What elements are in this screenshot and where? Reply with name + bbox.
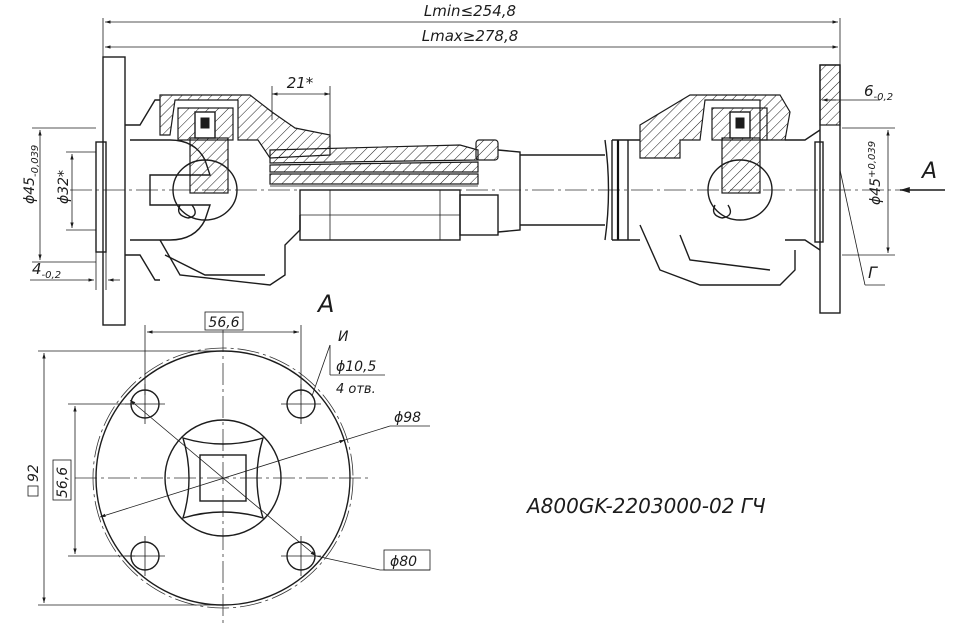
hole-count-label: 4 отв. — [336, 382, 376, 397]
lmin-label: Lmin≤254,8 — [424, 2, 516, 20]
dim-56-horizontal: 56,6 — [144, 311, 302, 395]
g-label: Г — [868, 263, 878, 282]
dim-92: 92 — [26, 350, 223, 606]
bolt-circle — [92, 347, 354, 609]
slip-joint — [269, 139, 521, 241]
dim-32-label: ϕ32* — [56, 170, 72, 204]
view-a-arrow-label: A — [920, 159, 937, 184]
dim-45-left-label: ϕ45-0,039 — [22, 145, 41, 204]
dim-32: ϕ32* — [56, 151, 96, 231]
dim-92-label: 92 — [26, 464, 42, 482]
dim-4: 4-0,2 — [30, 250, 120, 290]
dim-98: ϕ98 — [99, 410, 430, 518]
i-label: И — [338, 329, 349, 345]
dim-98-label: ϕ98 — [394, 410, 421, 426]
dim-21-label: 21* — [287, 74, 314, 92]
left-flange — [95, 56, 160, 326]
dim-56-v-label: 56,6 — [55, 467, 71, 498]
dim-56-vertical: 56,6 — [52, 403, 135, 557]
dim-21: 21* — [271, 74, 331, 135]
left-cross-pin — [189, 137, 229, 194]
left-flange-spigot — [95, 141, 107, 253]
left-universal-joint — [130, 94, 331, 286]
lmax-label: Lmax≥278,8 — [422, 27, 519, 45]
dim-45-right-label: ϕ45+0,039 — [867, 141, 884, 205]
dim-56-h-label: 56,6 — [208, 315, 239, 331]
dim-lmax: Lmax≥278,8 — [105, 27, 838, 49]
dim-6-label: 6-0,2 — [864, 82, 893, 103]
leader-g: Г — [839, 169, 885, 286]
right-cross-pin — [721, 137, 761, 194]
dim-lmin: Lmin≤254,8 — [102, 2, 841, 65]
dim-45-right: ϕ45+0,039 — [842, 127, 895, 256]
hole-diameter-label: ϕ10,5 — [336, 359, 377, 375]
dust-boot-seal — [475, 139, 499, 161]
dim-45-left: ϕ45-0,039 — [22, 127, 96, 263]
left-cross-body — [172, 159, 238, 221]
dim-80: ϕ80 — [129, 399, 431, 571]
view-a-title: A — [316, 290, 334, 318]
dim-6: 6-0,2 — [822, 82, 893, 110]
shaft-tube — [520, 139, 640, 241]
part-number: A800GK-2203000-02 ГЧ — [525, 494, 766, 518]
leader-hole-callout: И ϕ10,5 4 отв. — [311, 329, 385, 397]
shaft-side-view: Lmin≤254,8 Lmax≥278,8 21* 6-0,2 ϕ45-0,03… — [22, 2, 945, 326]
dim-80-label: ϕ80 — [390, 554, 417, 570]
dim-4-label: 4-0,2 — [32, 260, 61, 281]
right-universal-joint — [639, 94, 821, 286]
right-cross-body — [707, 159, 773, 221]
view-a-arrow: A — [900, 159, 945, 193]
flange-view-a: A 56,6 — [26, 290, 431, 625]
right-flange — [814, 64, 841, 314]
left-flange-plate — [102, 56, 126, 326]
